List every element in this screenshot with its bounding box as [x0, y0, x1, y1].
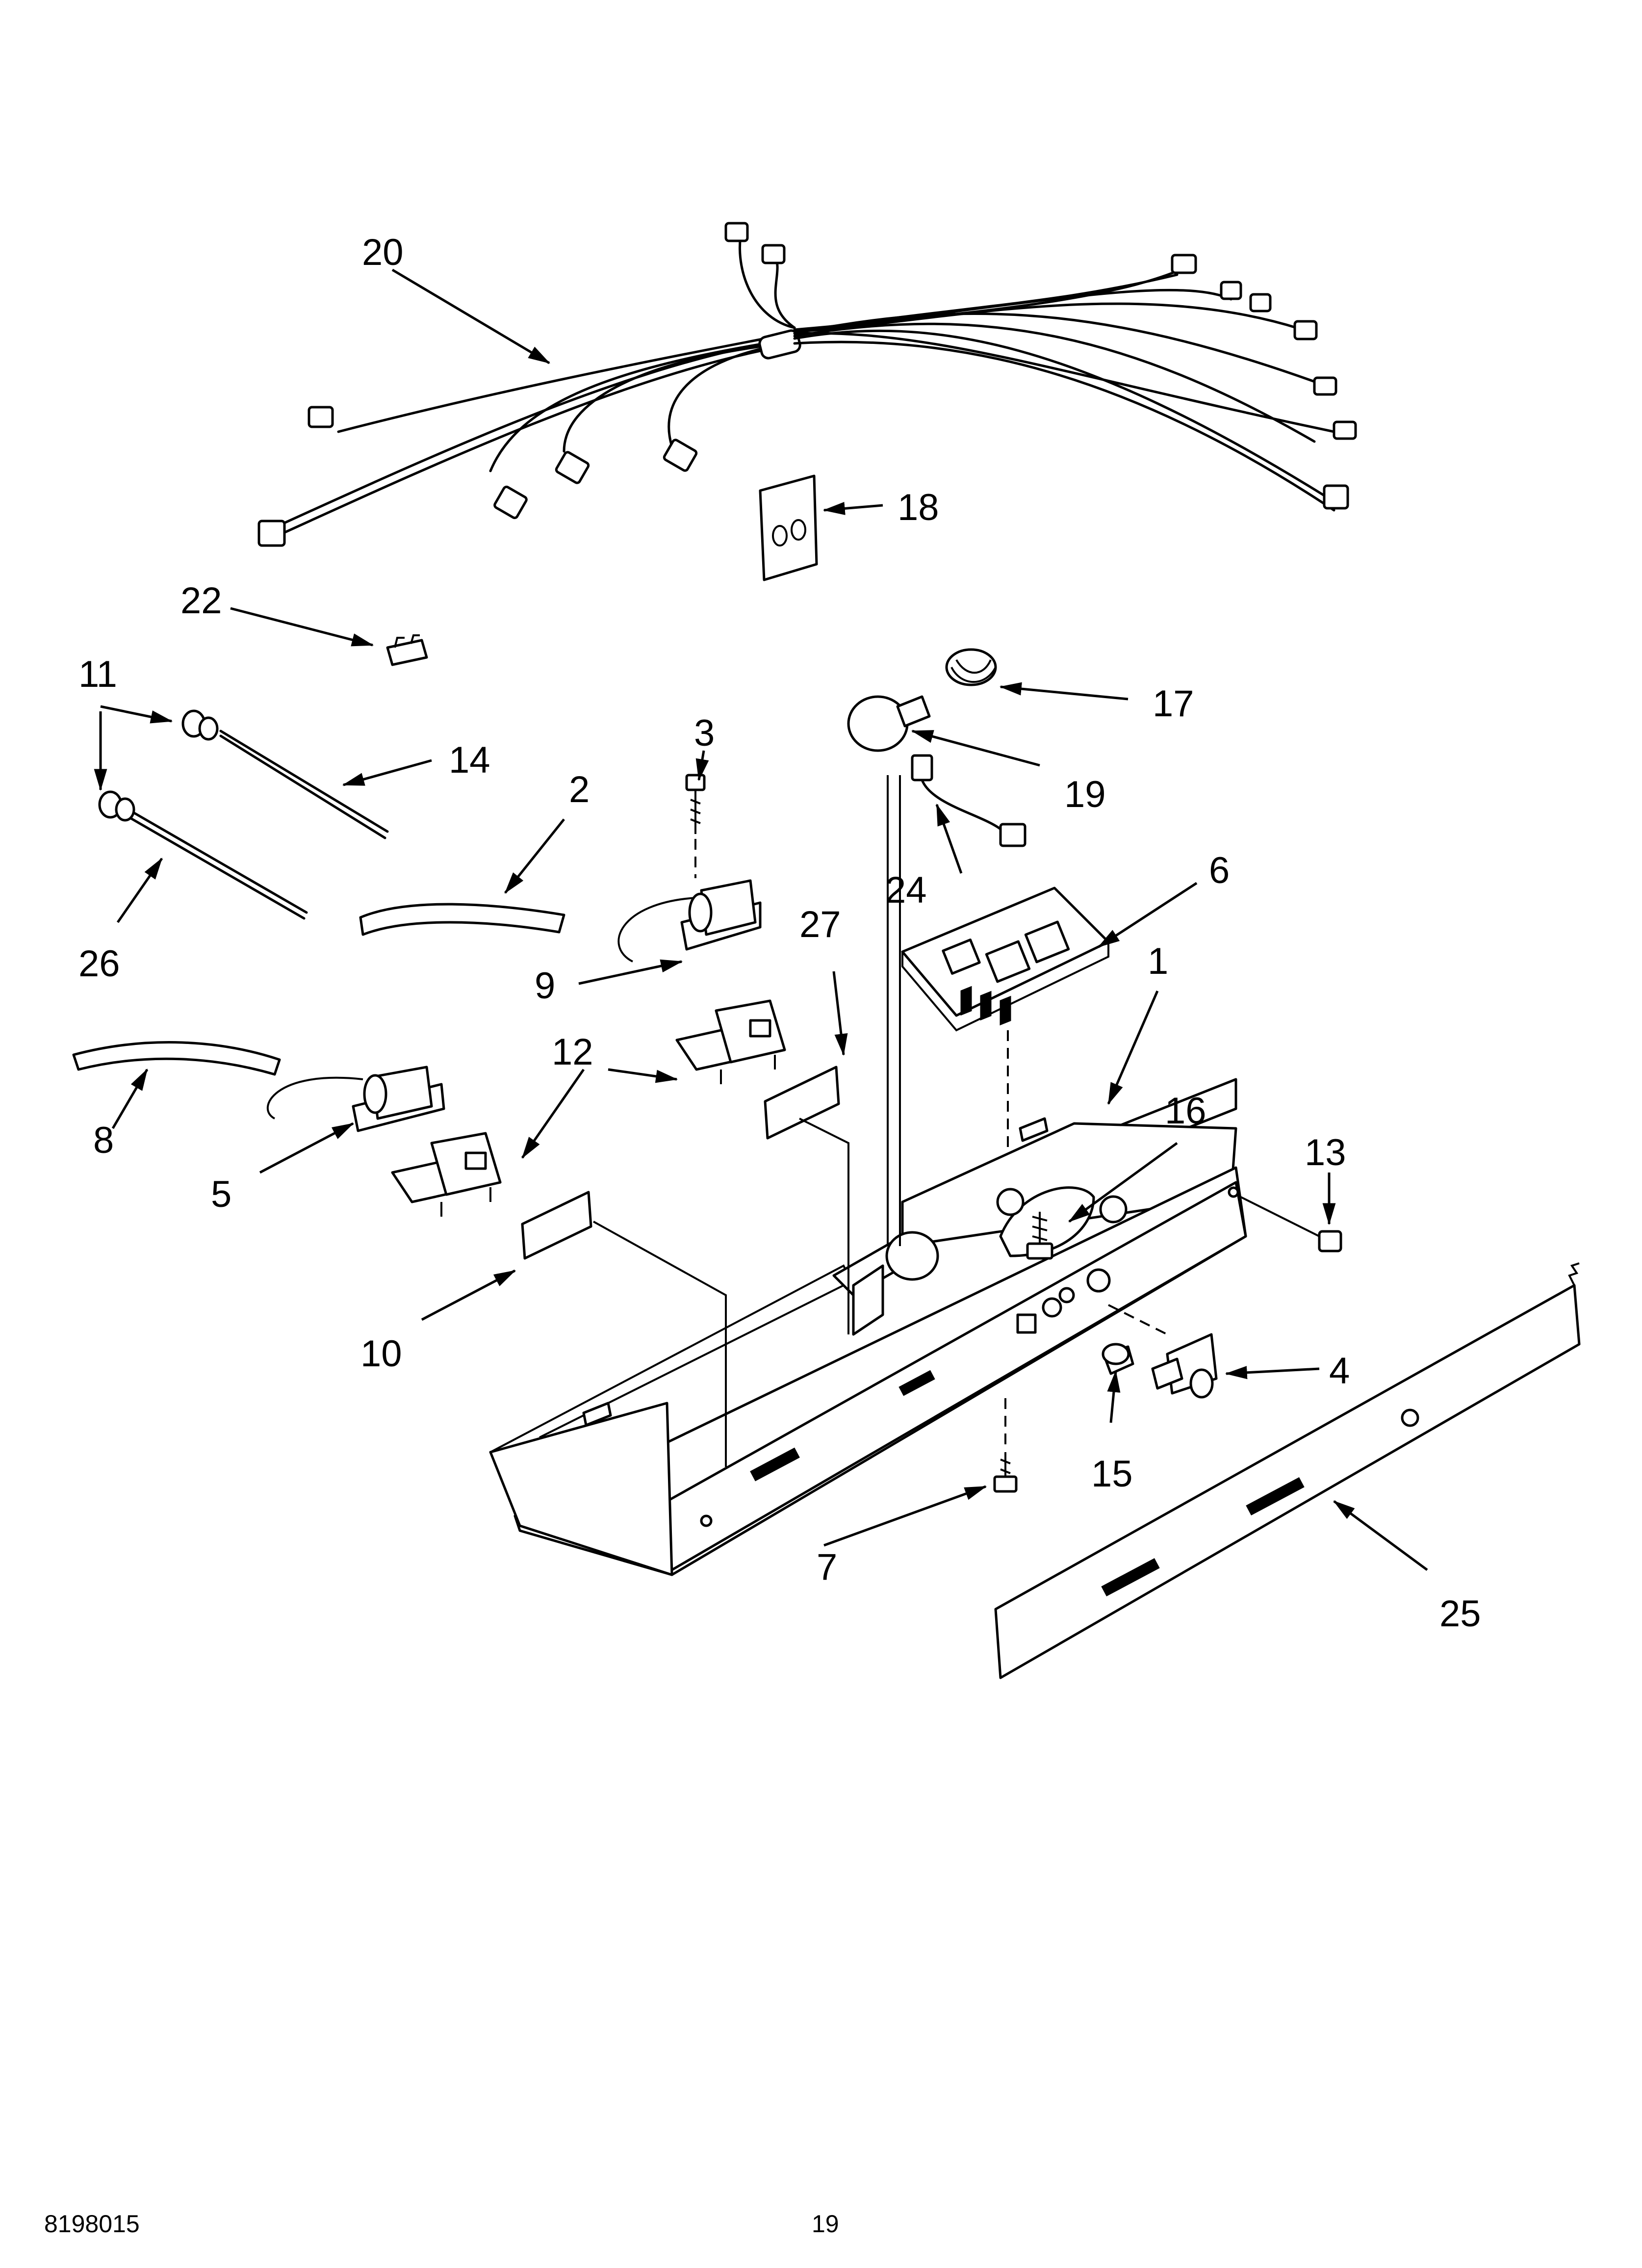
insulation-sleeve-upper [359, 903, 565, 936]
trim-panel [994, 1262, 1581, 1679]
screw-upper [685, 774, 706, 878]
callout-19: 19 [1064, 774, 1106, 815]
callout-27: 27 [799, 904, 841, 945]
callout-16: 16 [1165, 1090, 1206, 1132]
label-10 [521, 1191, 592, 1260]
callout-12: 12 [552, 1031, 593, 1073]
switch-upper [617, 879, 762, 963]
callout-3: 3 [694, 712, 715, 754]
page-number: 19 [812, 2210, 839, 2238]
jumper-wire [911, 754, 1026, 847]
callout-6: 6 [1209, 850, 1230, 891]
callout-2: 2 [569, 769, 590, 810]
callout-4: 4 [1329, 1350, 1350, 1392]
switch-lower [266, 1066, 445, 1132]
screw-side [1240, 1196, 1342, 1252]
tubing-sensors [98, 709, 389, 920]
callout-8: 8 [93, 1120, 114, 1161]
callout-26: 26 [78, 943, 120, 985]
callout-25: 25 [1439, 1593, 1481, 1635]
clip [386, 634, 428, 666]
callout-18: 18 [898, 487, 939, 528]
control-board [901, 886, 1110, 1182]
grommet-plate [759, 474, 818, 581]
callout-9: 9 [535, 965, 555, 1007]
callout-22: 22 [180, 580, 222, 622]
callout-11: 11 [78, 653, 117, 695]
callout-17: 17 [1153, 683, 1194, 725]
callout-13: 13 [1305, 1132, 1346, 1173]
indicator-lamp [1102, 1343, 1134, 1375]
callout-5: 5 [211, 1173, 231, 1215]
callout-15: 15 [1091, 1453, 1133, 1495]
page-footer: 8198015 19 [44, 2210, 839, 2238]
label-27 [764, 1066, 840, 1140]
control-knob [1108, 1304, 1218, 1399]
callout-7: 7 [817, 1546, 837, 1588]
document-number: 8198015 [44, 2210, 140, 2238]
thermostat-upper [675, 999, 786, 1084]
screw-lower [993, 1398, 1018, 1493]
insulation-sleeve-lower [72, 1041, 281, 1076]
callout-10: 10 [360, 1333, 402, 1375]
callout-labels: 20 18 22 11 14 2 3 17 19 24 6 1 26 27 9 … [78, 232, 1481, 1635]
thermostat-lower [391, 1132, 502, 1217]
callout-24: 24 [885, 869, 927, 911]
wire-harness [257, 222, 1357, 547]
light-socket [945, 648, 997, 686]
leader-lines [94, 268, 1428, 1571]
callout-20: 20 [362, 232, 404, 273]
callout-14: 14 [449, 739, 490, 781]
light-bulb [847, 695, 931, 752]
control-housing [489, 775, 1247, 1576]
callout-1: 1 [1148, 940, 1168, 982]
